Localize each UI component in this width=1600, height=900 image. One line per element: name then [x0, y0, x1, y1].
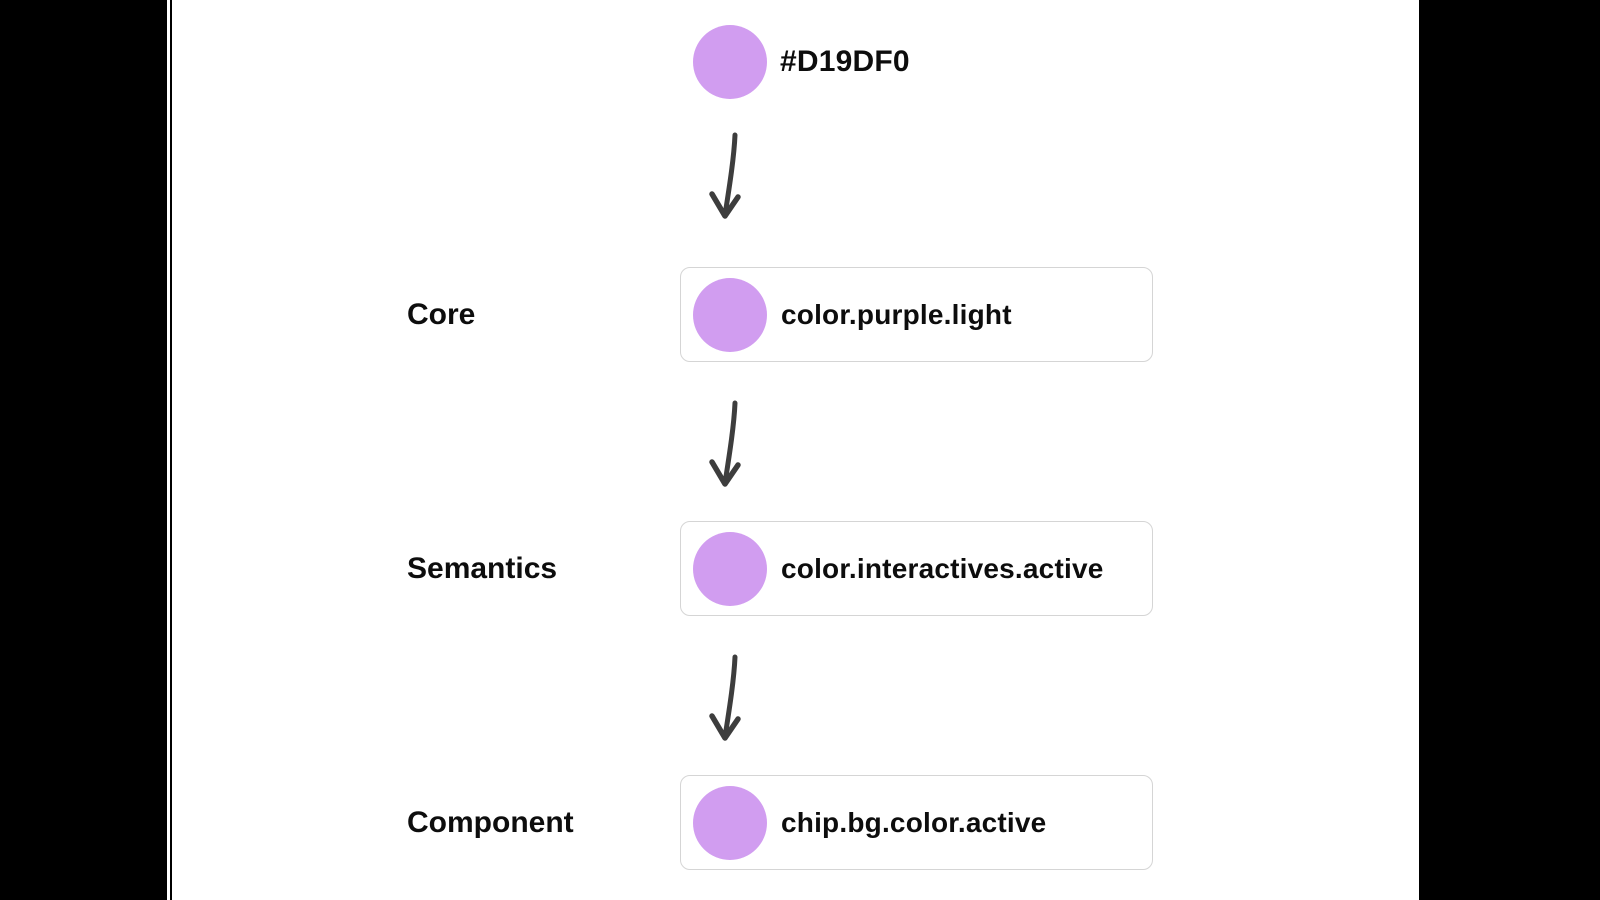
token-box-component: chip.bg.color.active — [680, 775, 1153, 870]
arrow-down-icon — [709, 132, 741, 219]
level-label-component: Component — [407, 805, 574, 839]
token-name-semantics: color.interactives.active — [781, 552, 1104, 584]
token-name-component: chip.bg.color.active — [781, 806, 1047, 838]
token-name-core: color.purple.light — [781, 298, 1012, 330]
slide-canvas: #D19DF0 Core color.purple.light Semantic… — [167, 0, 1419, 900]
arrow-down-icon — [709, 400, 741, 487]
left-edge-divider — [170, 0, 172, 900]
token-box-semantics: color.interactives.active — [680, 521, 1153, 616]
color-swatch-circle — [693, 277, 767, 352]
hex-value-label: #D19DF0 — [780, 45, 910, 78]
level-label-core: Core — [407, 297, 476, 331]
color-swatch-circle — [693, 531, 767, 606]
color-swatch-circle — [693, 785, 767, 860]
arrow-down-icon — [709, 654, 741, 741]
color-swatch-circle — [693, 25, 767, 99]
level-label-semantics: Semantics — [407, 551, 558, 585]
token-box-core: color.purple.light — [680, 267, 1153, 362]
hex-swatch-row: #D19DF0 — [693, 25, 910, 99]
